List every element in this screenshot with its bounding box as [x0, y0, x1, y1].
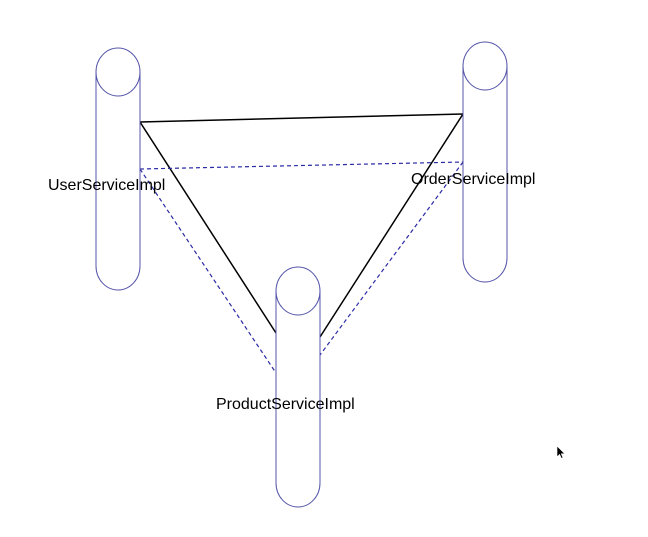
node-user-service[interactable]	[95, 47, 141, 291]
node-order-service[interactable]	[462, 41, 508, 283]
cylinder-shape	[275, 266, 321, 508]
node-label-order: OrderServiceImpl	[411, 171, 535, 188]
cylinder-shape	[95, 47, 141, 291]
nodes-layer	[95, 41, 508, 508]
mouse-pointer-icon	[556, 445, 566, 459]
connections-layer	[139, 113, 464, 374]
labels-layer: UserServiceImpl OrderServiceImpl Product…	[48, 171, 535, 413]
edge-user-order-dashed[interactable]	[139, 161, 464, 170]
edge-user-product-solid[interactable]	[139, 121, 277, 334]
node-label-product: ProductServiceImpl	[216, 396, 355, 413]
cylinder-top-rim	[275, 290, 321, 316]
edge-order-product-solid[interactable]	[319, 113, 464, 338]
edge-user-product-dashed[interactable]	[139, 168, 277, 374]
cylinder-shape	[462, 41, 508, 283]
cylinder-top-rim	[462, 65, 508, 91]
cylinder-top-rim	[95, 71, 141, 97]
edge-order-product-dashed[interactable]	[319, 161, 464, 356]
node-product-service[interactable]	[275, 266, 321, 508]
edge-user-order-solid[interactable]	[139, 113, 464, 123]
node-label-user: UserServiceImpl	[48, 177, 165, 194]
